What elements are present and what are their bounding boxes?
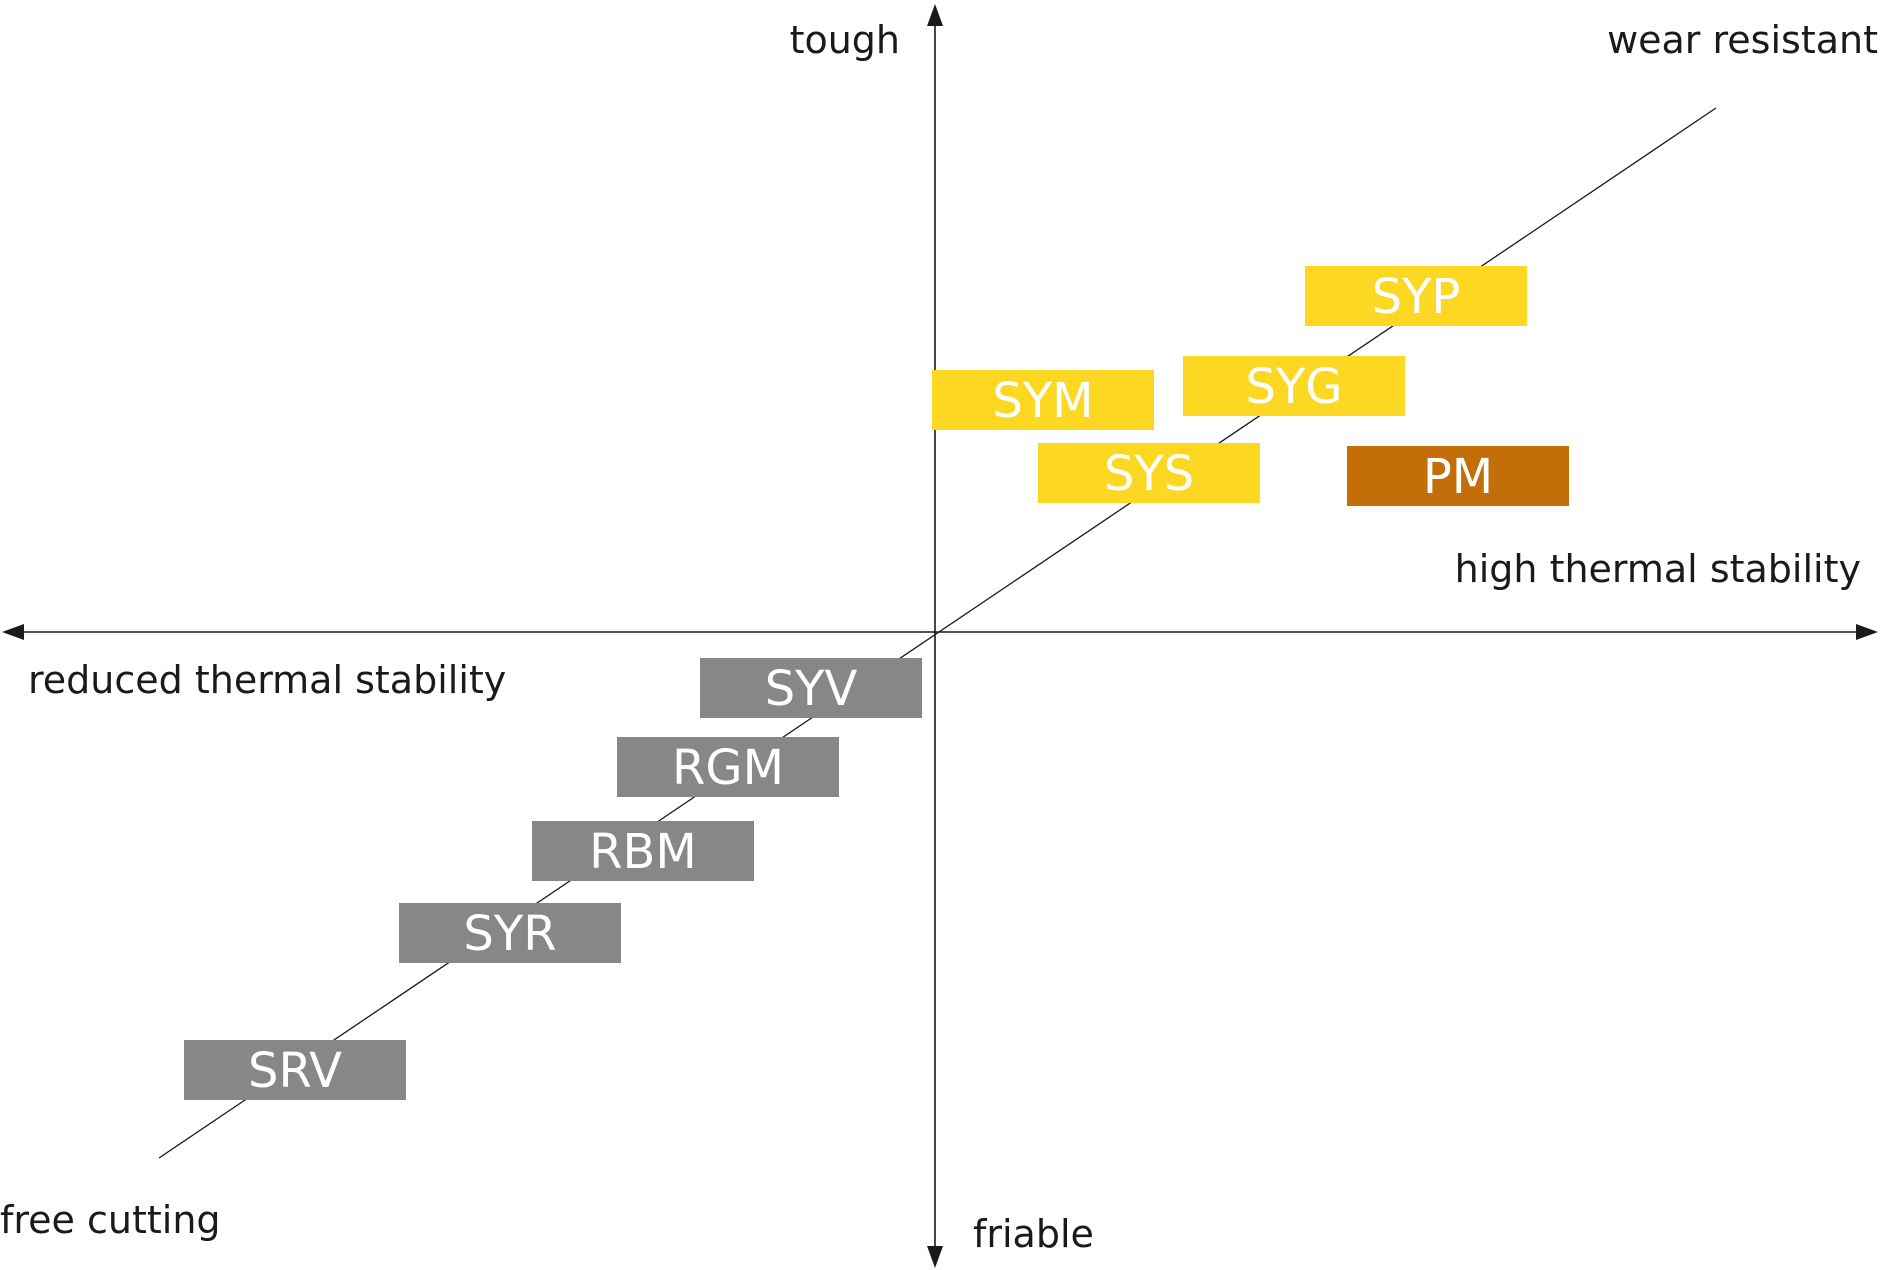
box-syr-label: SYR (463, 906, 556, 962)
box-rbm: RBM (532, 821, 754, 881)
arrow-up-icon (927, 4, 943, 26)
box-syg-label: SYG (1246, 359, 1343, 415)
box-syv: SYV (700, 658, 922, 718)
box-rbm-label: RBM (589, 824, 697, 880)
box-syr-rect (399, 903, 621, 963)
box-sys-label: SYS (1104, 446, 1194, 502)
box-syp-label: SYP (1372, 269, 1461, 325)
label-free-cutting: free cutting (0, 1198, 221, 1242)
box-pm-label: PM (1423, 449, 1493, 505)
arrow-down-icon (927, 1246, 943, 1268)
box-rgm-label: RGM (672, 740, 784, 796)
diagonal-line (158, 107, 1717, 1159)
box-pm-rect (1347, 446, 1569, 506)
box-syg-rect (1183, 356, 1405, 416)
label-friable: friable (973, 1212, 1094, 1256)
box-sys: SYS (1038, 443, 1260, 503)
box-rgm: RGM (617, 737, 839, 797)
arrow-left-icon (2, 624, 24, 640)
label-reduced-thermal-stability: reduced thermal stability (28, 658, 506, 702)
box-sym: SYM (932, 370, 1154, 430)
box-srv-rect (184, 1040, 406, 1100)
box-syv-rect (700, 658, 922, 718)
box-syv-label: SYV (765, 661, 858, 717)
box-syp: SYP (1305, 266, 1527, 326)
box-sym-label: SYM (992, 373, 1093, 429)
box-syg: SYG (1183, 356, 1405, 416)
box-srv-label: SRV (248, 1043, 342, 1099)
label-tough: tough (790, 18, 900, 62)
box-rgm-rect (617, 737, 839, 797)
arrow-right-icon (1856, 624, 1878, 640)
label-high-thermal-stability: high thermal stability (1455, 547, 1861, 591)
box-sym-rect (932, 370, 1154, 430)
box-syp-rect (1305, 266, 1527, 326)
box-srv: SRV (184, 1040, 406, 1100)
box-syr: SYR (399, 903, 621, 963)
label-wear-resistant: wear resistant (1607, 18, 1878, 62)
box-sys-rect (1038, 443, 1260, 503)
box-pm: PM (1347, 446, 1569, 506)
box-rbm-rect (532, 821, 754, 881)
